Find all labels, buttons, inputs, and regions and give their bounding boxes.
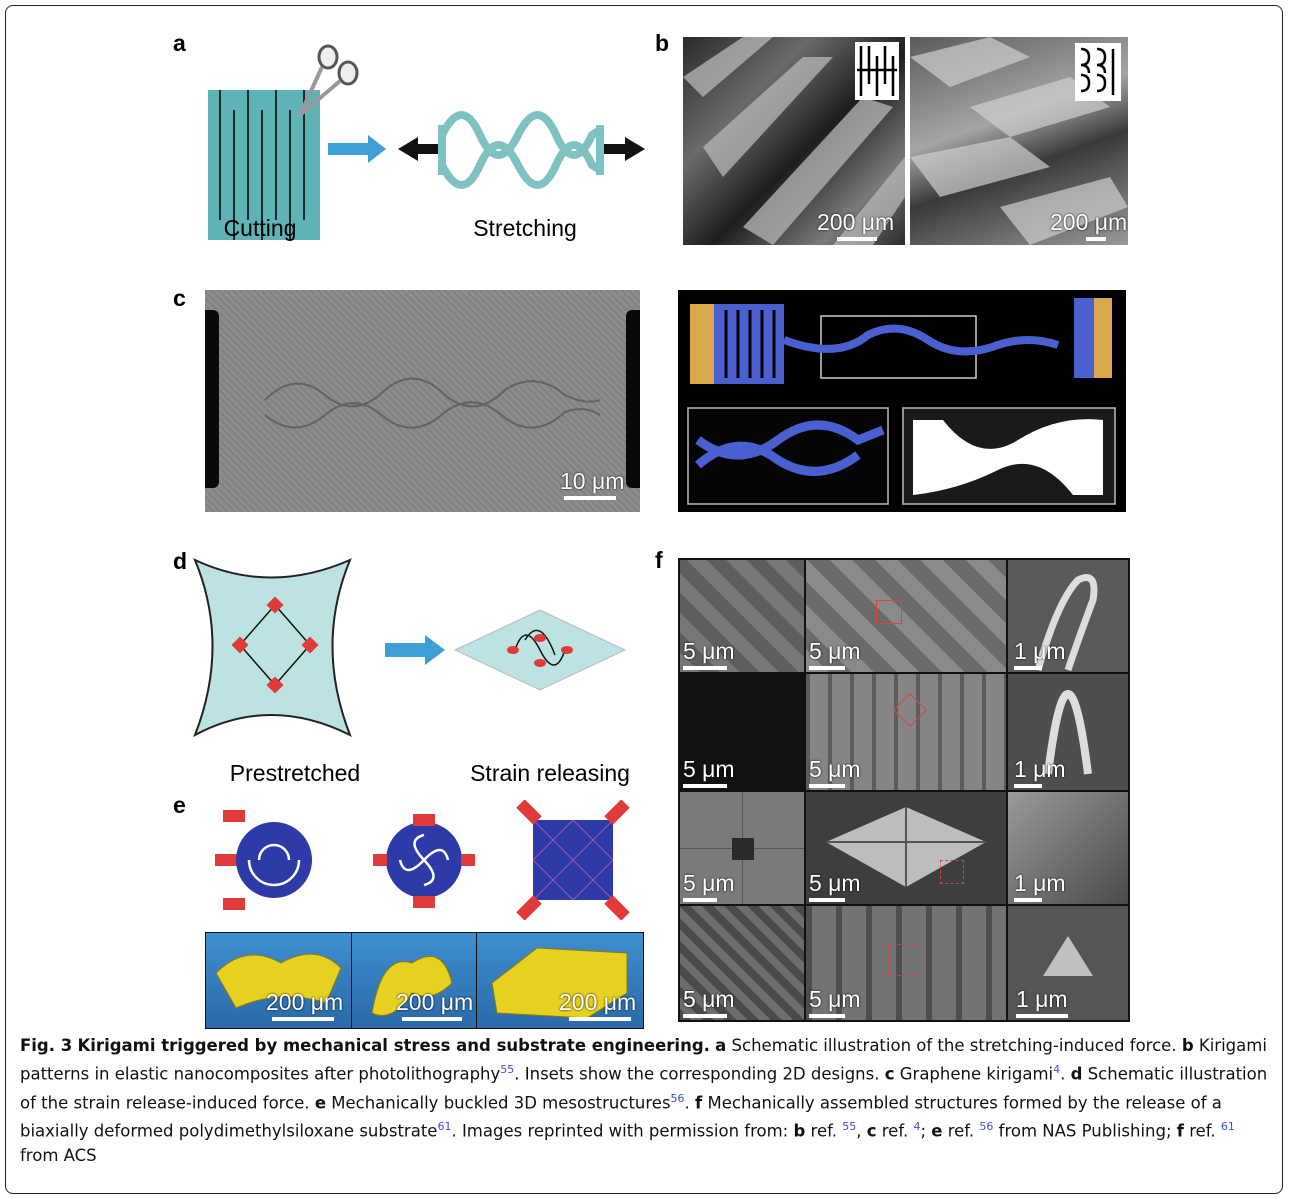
f-r1-c1: 5 μm [680, 560, 804, 672]
figure-frame [5, 5, 1283, 1194]
f-r3-c1: 5 μm [680, 792, 804, 904]
caption-e-text: Mechanically buckled 3D mesostructures [331, 1093, 671, 1112]
inset-design-b-right [1075, 43, 1121, 101]
prestretched-label: Prestretched [229, 760, 361, 786]
f-r1-c3: 1 μm [1008, 560, 1128, 672]
scale-bar-e-3: 200 μm [559, 989, 636, 1021]
panel-a-label: a [173, 30, 186, 56]
buckled-structure-2: 200 μm [351, 932, 477, 1029]
process-arrow [328, 135, 386, 163]
stretched-network [438, 111, 604, 189]
caption-b-text2: . Insets show the corresponding 2D desig… [514, 1064, 880, 1084]
ref-link[interactable]: 56 [670, 1091, 685, 1105]
caption-f-text: Mechanically assembled structures formed… [20, 1093, 1222, 1141]
stretching-label: Stretching [473, 215, 577, 241]
sem-image-b-left: 200 μm [683, 37, 905, 245]
panel-f-grid: 5 μm 5 μm 1 μm 5 μm 5 μm 1 μm 5 μm 5 μm … [678, 558, 1130, 1022]
panel-d-label: d [173, 548, 188, 574]
f-r4-c3: 1 μm [1008, 906, 1128, 1020]
sem-image-b-right: 200 μm [910, 37, 1128, 245]
ref-link[interactable]: 61 [437, 1120, 452, 1133]
caption-b-letter: b [1181, 1036, 1194, 1055]
design-spiral [373, 814, 475, 908]
caption-a-text: Schematic illustration of the stretching… [731, 1036, 1177, 1055]
panel-d-schematic [193, 558, 627, 738]
f-r3-c2: 5 μm [806, 792, 1006, 904]
ref-word: ref. [810, 1121, 837, 1141]
inset-design-b-left [855, 42, 899, 100]
caption-perm-f: f [1176, 1121, 1184, 1141]
caption-title: Kirigami triggered by mechanical stress … [77, 1036, 710, 1055]
right-arrow [602, 137, 645, 161]
buckled-structure-1: 200 μm [205, 932, 352, 1029]
caption-perm-b: b [793, 1121, 806, 1141]
caption-perm-f-source: from ACS [20, 1145, 97, 1165]
caption-c-text: Graphene kirigami [899, 1064, 1054, 1084]
caption-perm-e-source: from NAS Publishing; [998, 1121, 1172, 1141]
scale-bar-b-right: 200 μm [1050, 209, 1127, 241]
caption-permission: . Images reprinted with permission from: [451, 1121, 789, 1141]
panel-b-label: b [655, 30, 670, 56]
caption-perm-e: e [931, 1121, 943, 1141]
ref-link[interactable]: 56 [979, 1120, 994, 1133]
cutting-label: Cutting [223, 215, 297, 241]
caption-f-letter: f [695, 1093, 703, 1112]
scale-bar-c: 10 μm [560, 468, 624, 500]
caption-d-letter: d [1070, 1064, 1083, 1084]
caption-c-letter: c [884, 1064, 895, 1084]
f-r2-c3: 1 μm [1008, 674, 1128, 790]
f-r4-c1: 5 μm [680, 906, 804, 1020]
caption-b-text: Kirigami patterns in elastic nanocomposi… [20, 1036, 1267, 1084]
panel-e-label: e [173, 792, 186, 818]
strain-releasing-label: Strain releasing [470, 760, 630, 786]
ref-word: ref. [947, 1121, 975, 1141]
ref-link[interactable]: 61 [1220, 1120, 1235, 1133]
f-r4-c2: 5 μm [806, 906, 1006, 1020]
f-r2-c2: 5 μm [806, 674, 1006, 790]
panel-f-label: f [655, 547, 663, 573]
ref-link[interactable]: 4 [1053, 1063, 1061, 1076]
caption-fig-number: Fig. 3 [20, 1036, 73, 1055]
design-rings [215, 810, 312, 910]
panel-c-label: c [173, 285, 186, 311]
scissors-icon [298, 44, 359, 117]
graphene-3d-render [678, 290, 1126, 512]
left-arrow [398, 137, 440, 161]
f-r3-c3: 1 μm [1008, 792, 1128, 904]
ref-link[interactable]: 55 [842, 1120, 857, 1133]
caption-a-letter: a [715, 1036, 727, 1055]
f-r1-c2: 5 μm [806, 560, 1006, 672]
scale-bar-e-1: 200 μm [266, 989, 343, 1021]
graphene-kirigami-image: 10 μm [205, 290, 640, 512]
figure-caption: Fig. 3 Kirigami triggered by mechanical … [20, 1036, 1268, 1165]
ref-word: ref. [881, 1121, 909, 1141]
ref-link[interactable]: 4 [913, 1120, 921, 1133]
panel-a-schematic [208, 44, 645, 240]
scale-bar-e-2: 200 μm [396, 989, 473, 1021]
panel-e-2d-designs [215, 800, 630, 920]
scale-bar-b-left: 200 μm [817, 209, 894, 241]
design-mesh [516, 800, 630, 920]
caption-d-text: Schematic illustration of the strain rel… [20, 1064, 1268, 1113]
buckled-structure-3: 200 μm [476, 932, 644, 1029]
ref-word: ref. [1189, 1121, 1216, 1141]
ref-link[interactable]: 55 [500, 1063, 515, 1076]
release-arrow [385, 635, 445, 665]
prestretched-substrate [193, 558, 352, 738]
caption-perm-c: c [866, 1121, 877, 1141]
caption-e-letter: e [314, 1093, 327, 1112]
f-r2-c1: 5 μm [680, 674, 804, 790]
